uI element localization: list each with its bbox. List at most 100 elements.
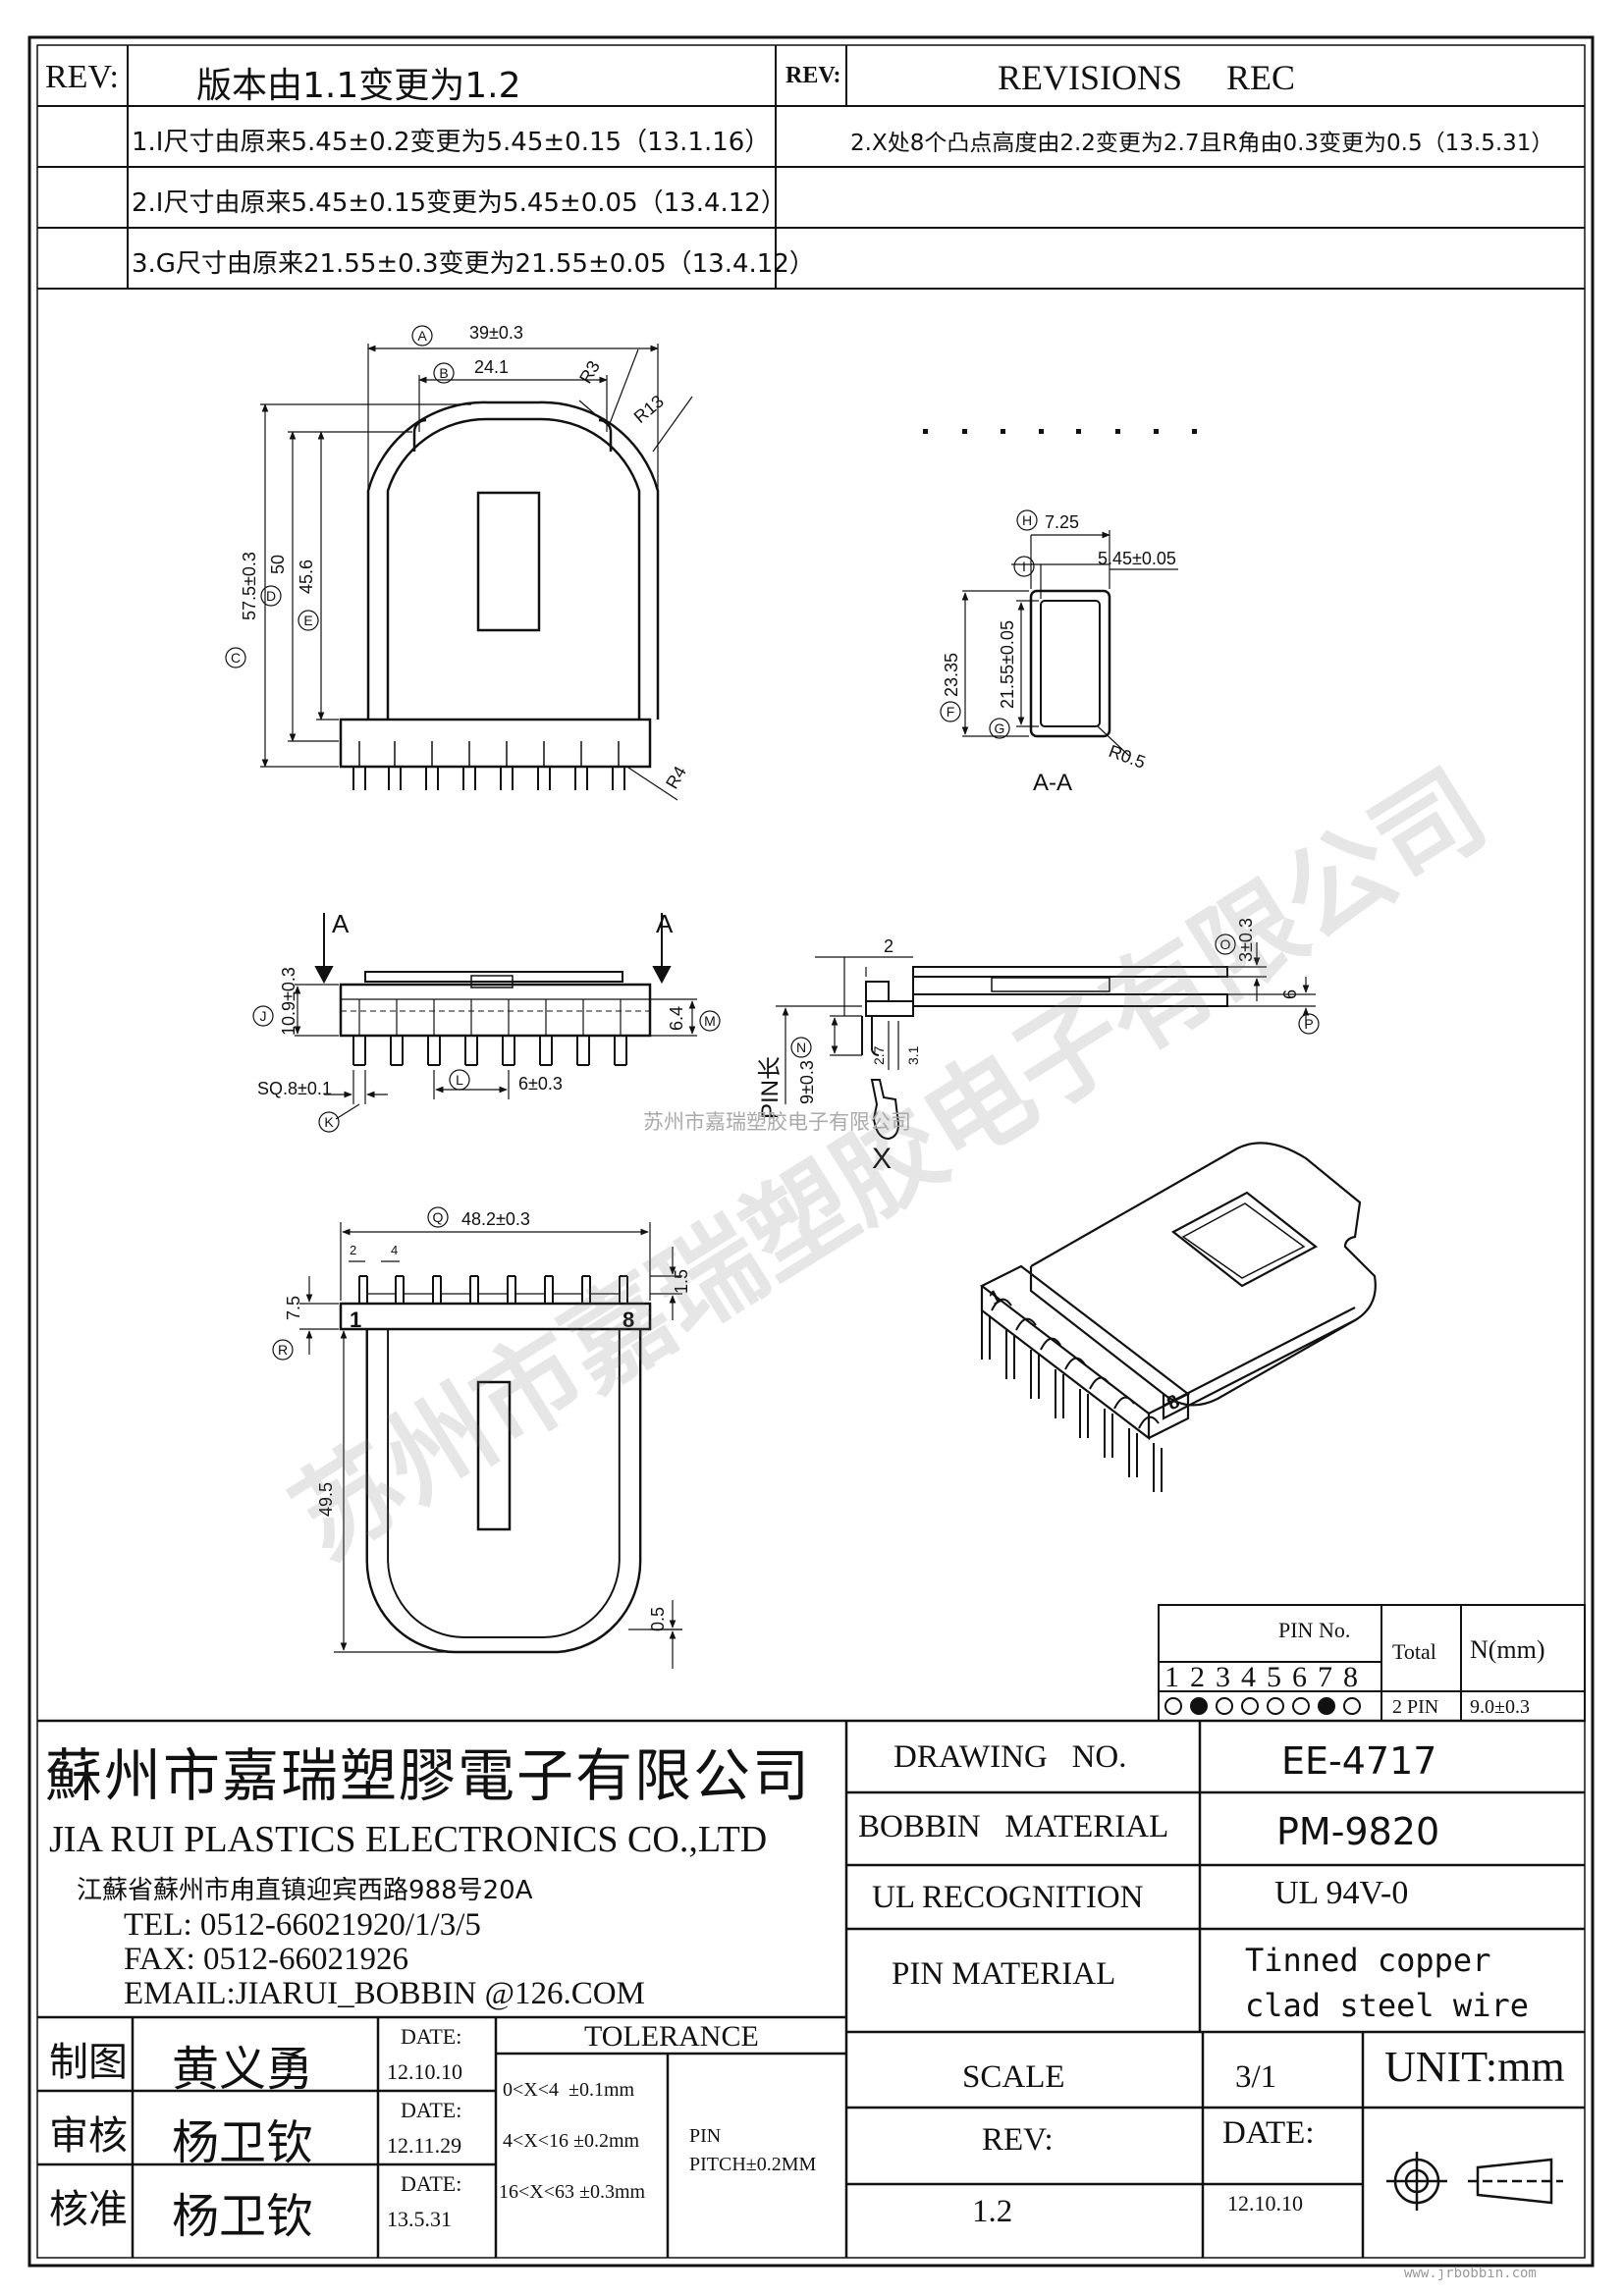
dim-s2: 3.1 bbox=[905, 1045, 921, 1065]
tolerance-row-3: 16<X<63 ±0.3mm bbox=[499, 2181, 646, 2203]
side-balloon-text: O P N bbox=[796, 936, 1314, 1055]
drawing-no-value: EE-4717 bbox=[1281, 1739, 1437, 1783]
balloon-j: J bbox=[260, 1008, 267, 1024]
balloon-e: E bbox=[303, 613, 312, 628]
dim-g: 21.55±0.05 bbox=[998, 620, 1017, 709]
watermark-center-text: 苏州市嘉瑞塑胶电子有限公司 bbox=[643, 1111, 911, 1134]
rev-item-2: 2.I尺寸由原来5.45±0.15变更为5.45±0.05（13.4.12） bbox=[132, 188, 786, 218]
section-balloons bbox=[940, 509, 1038, 739]
pin-mark-filled bbox=[1318, 1697, 1335, 1715]
pin-material-line-2: clad steel wire bbox=[1245, 1987, 1529, 2024]
signoff-name-2: 杨卫钦 bbox=[172, 2115, 314, 2170]
revision-grid bbox=[37, 45, 1585, 290]
company-name-cn: 蘇州市嘉瑞塑膠電子有限公司 bbox=[45, 1742, 812, 1809]
company-fax: FAX: 0512-66021926 bbox=[124, 1942, 408, 1977]
signoff-date-3: 13.5.31 bbox=[387, 2207, 452, 2231]
pin-mark-empty bbox=[1241, 1697, 1259, 1715]
dim-b: 24.1 bbox=[474, 357, 509, 377]
sheet-border bbox=[27, 35, 1595, 2268]
balloon-m: M bbox=[704, 1013, 716, 1029]
dim-s1: 2.7 bbox=[871, 1045, 887, 1065]
dim-p: 6 bbox=[1280, 989, 1300, 999]
dim-d: 50 bbox=[268, 555, 288, 574]
front-balloon-text: J M K L bbox=[260, 1008, 716, 1130]
dim-j: 10.9±0.3 bbox=[279, 967, 298, 1036]
tolerance-pin-label: PIN bbox=[689, 2125, 722, 2147]
balloon-f: F bbox=[947, 704, 955, 720]
side-view bbox=[776, 942, 1316, 1141]
balloon-n: N bbox=[796, 1040, 806, 1055]
section-dim-text: 7.25 5.45±0.05 23.35 21.55±0.05 R0.5 A-A bbox=[942, 512, 1176, 796]
dim-1-5: 1.5 bbox=[672, 1269, 691, 1294]
dim-e: 45.6 bbox=[297, 560, 316, 594]
signoff-date-2: 12.11.29 bbox=[387, 2133, 462, 2158]
dim-q: 48.2±0.3 bbox=[461, 1209, 530, 1229]
dim-r: 7.5 bbox=[284, 1296, 303, 1320]
pin-mark-filled bbox=[1190, 1697, 1208, 1715]
scale-value: 3/1 bbox=[1235, 2059, 1277, 2095]
balloon-a: A bbox=[417, 328, 427, 344]
bottom-balloons bbox=[272, 1206, 449, 1361]
balloon-i: I bbox=[1022, 559, 1026, 574]
tolerance-row-1: 0<X<4 ±0.1mm bbox=[503, 2079, 635, 2101]
pin-number: 7 bbox=[1318, 1661, 1332, 1693]
date-label: DATE: bbox=[1222, 2115, 1315, 2151]
rev-title-left: 版本由1.1变更为1.2 bbox=[196, 66, 521, 106]
balloon-l: L bbox=[456, 1072, 463, 1088]
balloon-r: R bbox=[278, 1342, 288, 1358]
pin-material-label: PIN MATERIAL bbox=[892, 1956, 1116, 1992]
balloon-h: H bbox=[1022, 512, 1032, 528]
dim-o: 3±0.3 bbox=[1236, 918, 1256, 962]
ul-label: UL RECOGNITION bbox=[872, 1880, 1144, 1915]
pin-number: 1 bbox=[1164, 1661, 1179, 1693]
bottom-dim-text: 48.2±0.3 2 4 7.5 1.5 49.5 0.5 1 8 bbox=[284, 1209, 691, 1631]
dim-h: 7.25 bbox=[1045, 512, 1079, 532]
rev-label-left: REV: bbox=[45, 59, 119, 95]
material-value: PM-9820 bbox=[1276, 1810, 1440, 1853]
x-mark: X bbox=[872, 1143, 892, 1175]
isometric-view bbox=[979, 1142, 1377, 1492]
bump-dots bbox=[923, 429, 1197, 434]
signoff-name-1: 黄义勇 bbox=[172, 2042, 314, 2097]
drawing-no-label: DRAWING NO. bbox=[893, 1739, 1127, 1775]
balloon-b: B bbox=[439, 365, 448, 381]
front-balloons bbox=[252, 1005, 721, 1133]
title-block-grid bbox=[37, 1719, 1585, 2258]
company-tel: TEL: 0512-66021920/1/3/5 bbox=[124, 1907, 481, 1943]
section-title: A-A bbox=[1033, 770, 1072, 796]
dim-r3: R3 bbox=[575, 357, 604, 387]
scale-label: SCALE bbox=[962, 2059, 1065, 2095]
dim-r4: R4 bbox=[662, 763, 690, 792]
pin-1-label: 1 bbox=[350, 1308, 361, 1332]
watermark-diagonal: 苏州市嘉瑞塑胶电子有限公司 bbox=[273, 749, 1505, 1580]
front-view bbox=[294, 913, 697, 1120]
dim-2: 2 bbox=[884, 936, 893, 956]
pin-table-n-label: N(mm) bbox=[1470, 1635, 1545, 1664]
section-mark-left: A bbox=[332, 909, 350, 938]
rev-item-right-1: 2.X处8个凸点高度由2.2变更为2.7且R角由0.3变更为0.5（13.5.3… bbox=[850, 131, 1554, 156]
dim-r05: R0.5 bbox=[1107, 741, 1149, 773]
top-view bbox=[260, 344, 693, 801]
balloon-k: K bbox=[324, 1114, 334, 1130]
pin-table-total-value: 2 PIN bbox=[1392, 1696, 1439, 1718]
dim-0-5: 0.5 bbox=[648, 1607, 668, 1631]
pin-number: 5 bbox=[1267, 1661, 1281, 1693]
pin-length-label: PIN长 bbox=[757, 1056, 784, 1119]
rev-label-right: REV: bbox=[785, 63, 841, 88]
dim-l: 6±0.3 bbox=[518, 1074, 563, 1094]
section-mark-right: A bbox=[656, 909, 674, 938]
dim-i: 5.45±0.05 bbox=[1098, 549, 1176, 568]
signoff-role-3: 核准 bbox=[49, 2187, 128, 2232]
balloon-o: O bbox=[1220, 936, 1231, 952]
signoff-role-1: 制图 bbox=[49, 2040, 128, 2085]
balloon-q: Q bbox=[433, 1209, 444, 1225]
signoff-role-2: 审核 bbox=[49, 2113, 128, 2159]
pin-table-marks bbox=[1164, 1697, 1361, 1715]
dim-c: 57.5±0.3 bbox=[240, 552, 259, 620]
bottom-balloon-text: Q R bbox=[278, 1209, 444, 1358]
dim-49-5: 49.5 bbox=[316, 1482, 336, 1517]
pin-table-n-value: 9.0±0.3 bbox=[1470, 1696, 1530, 1718]
side-dim-text: 2 3±0.3 6 9±0.3 2.7 3.1 PIN长 X bbox=[757, 918, 1300, 1175]
pin-number: 4 bbox=[1241, 1661, 1256, 1693]
